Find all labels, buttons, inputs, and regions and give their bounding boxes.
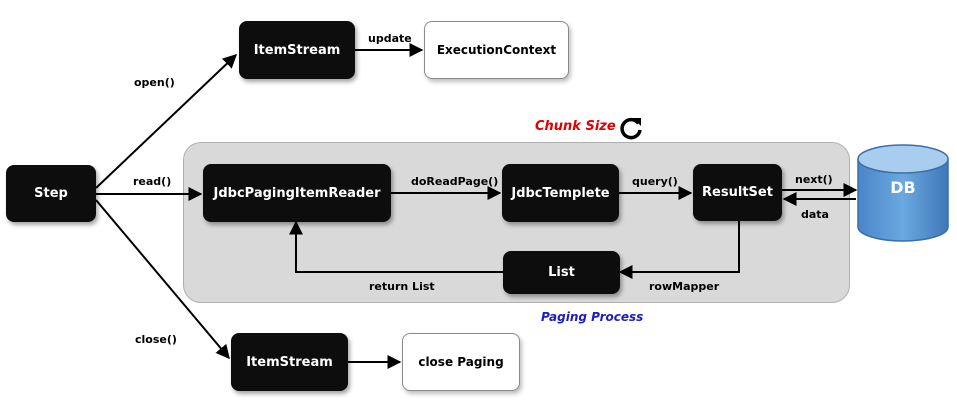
item-stream-open-node: ItemStream: [239, 21, 355, 79]
item-stream-close-node: ItemStream: [231, 333, 348, 391]
item-stream-open-label: ItemStream: [253, 42, 341, 58]
open-label: open(): [134, 76, 175, 89]
close-paging-node: close Paging: [402, 333, 520, 391]
template-node: JdbcTemplete: [502, 164, 619, 222]
update-label: update: [368, 32, 412, 45]
item-stream-close-label: ItemStream: [246, 354, 333, 370]
edge-open: [95, 54, 238, 189]
execution-context-label: ExecutionContext: [436, 43, 557, 57]
paging-process-label: Paging Process: [541, 310, 644, 324]
next-label: next(): [795, 173, 833, 186]
reader-label: JdbcPagingItemReader: [213, 185, 381, 201]
data-label: data: [801, 208, 829, 221]
close-paging-label: close Paging: [418, 355, 504, 369]
row-mapper-label: rowMapper: [649, 280, 720, 293]
result-set-node: ResultSet: [693, 164, 782, 221]
db-label: DB: [890, 178, 916, 197]
edge-row-mapper: [618, 220, 740, 279]
do-read-page-label: doReadPage(): [411, 175, 499, 188]
reader-node: JdbcPagingItemReader: [203, 164, 391, 222]
list-label: List: [548, 265, 575, 280]
execution-context-node: ExecutionContext: [424, 21, 569, 79]
step-node: Step: [6, 165, 96, 222]
template-label: JdbcTemplete: [511, 185, 610, 201]
result-set-label: ResultSet: [702, 185, 773, 200]
list-node: List: [503, 251, 620, 294]
return-list-label: return List: [369, 280, 435, 293]
edge-return-list: [289, 220, 503, 273]
query-label: query(): [632, 175, 678, 188]
step-label: Step: [34, 186, 68, 201]
read-label: read(): [133, 175, 172, 188]
edge-close: [95, 199, 230, 360]
refresh-icon: [620, 117, 642, 140]
close-label: close(): [135, 333, 177, 346]
chunk-size-label: Chunk Size: [535, 119, 616, 134]
db-cylinder: [857, 144, 949, 242]
